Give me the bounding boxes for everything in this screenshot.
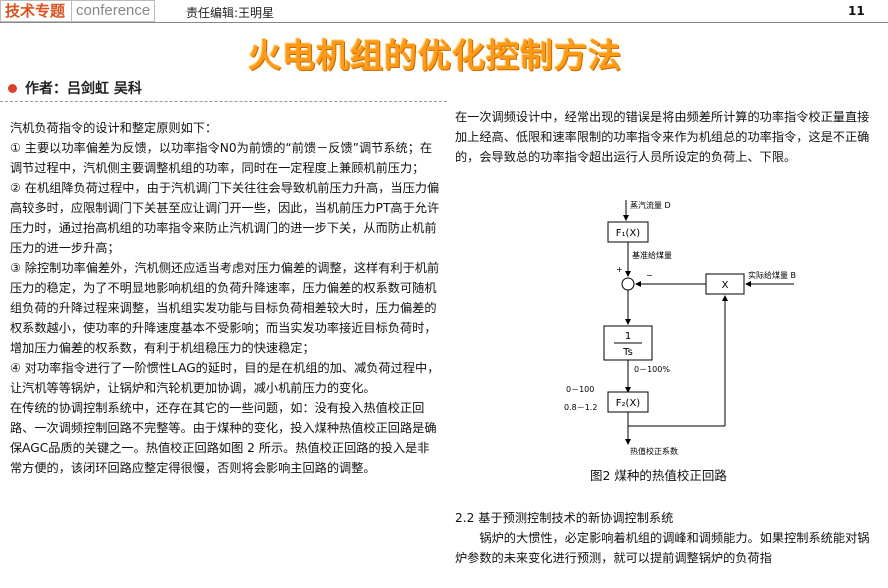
left-column: 汽机负荷指令的设计和整定原则如下： ① 主要以功率偏差为反馈，以功率指令N0为前… (10, 118, 440, 478)
editor-credit: 责任编辑:王明星 (186, 6, 275, 20)
paragraph: 汽机负荷指令的设计和整定原则如下： (10, 121, 218, 135)
figure-caption: 图2 煤种的热值校正回路 (590, 468, 727, 483)
section-heading: 2.2 基于预测控制技术的新协调控制系统 (455, 511, 674, 525)
label-minus: − (646, 271, 653, 280)
paragraph: ③ 除控制功率偏差外，汽机侧还应适当考虑对压力偏差的调整，这样有利于机前压力的稳… (10, 261, 440, 355)
label-actual-coal: 实际给煤量 B (748, 270, 796, 280)
article-title: 火电机组的优化控制方法 (248, 36, 622, 75)
label-steam-flow: 蒸汽流量 D (630, 200, 671, 210)
paragraph: 在一次调频设计中，经常出现的错误是将由频差所计算的功率指令校正量直接加上经高、低… (455, 110, 870, 164)
paragraph: ② 在机组降负荷过程中，由于汽机调门下关往往会导致机前压力升高，当压力偏高较多时… (10, 181, 440, 255)
column-tag: 技术专题 conference (0, 0, 156, 22)
label-base-coal: 基准给煤量 (632, 250, 672, 260)
conference-label: conference (72, 0, 156, 22)
label-range-2: 0－100 (566, 385, 594, 394)
author-line: 作者：吕剑虹 吴科 (8, 78, 142, 98)
author-text: 作者：吕剑虹 吴科 (25, 81, 142, 97)
paragraph: ④ 对功率指令进行了一阶惯性LAG的延时，目的是在机组的加、减负荷过程中，让汽机… (10, 361, 440, 395)
label-output: 热值校正系数 (630, 446, 678, 456)
block-multiplier: X (722, 280, 729, 291)
title-divider (0, 101, 447, 102)
integrator-numerator: 1 (625, 331, 631, 342)
paragraph: ① 主要以功率偏差为反馈，以功率指令N0为前馈的“前馈－反馈”调节系统；在调节过… (10, 141, 433, 175)
header-rule (0, 22, 888, 23)
right-column-bottom: 2.2 基于预测控制技术的新协调控制系统 锅炉的大惯性，必定影响着机组的调峰和调… (455, 508, 880, 568)
label-plus: + (616, 265, 623, 274)
bullet-icon (8, 83, 17, 93)
label-range-1: 0－100% (634, 365, 670, 374)
label-range-3: 0.8－1.2 (564, 403, 597, 412)
block-f1: F₁(X) (616, 228, 641, 239)
section-tag: 技术专题 (0, 0, 73, 22)
page-number: 11 (848, 4, 865, 18)
figure-block-diagram: 蒸汽流量 D F₁(X) 基准给煤量 + − X 实际给煤量 B 1 Ts 0－… (564, 196, 796, 458)
integrator-denominator: Ts (622, 347, 633, 358)
right-column-top: 在一次调频设计中，经常出现的错误是将由频差所计算的功率指令校正量直接加上经高、低… (455, 107, 880, 167)
block-f2: F₂(X) (616, 398, 641, 409)
paragraph: 在传统的协调控制系统中，还存在其它的一些问题，如：没有投入热值校正回路、一次调频… (10, 401, 437, 475)
paragraph: 锅炉的大惯性，必定影响着机组的调峰和调频能力。如果控制系统能对锅炉参数的未来变化… (455, 531, 870, 565)
